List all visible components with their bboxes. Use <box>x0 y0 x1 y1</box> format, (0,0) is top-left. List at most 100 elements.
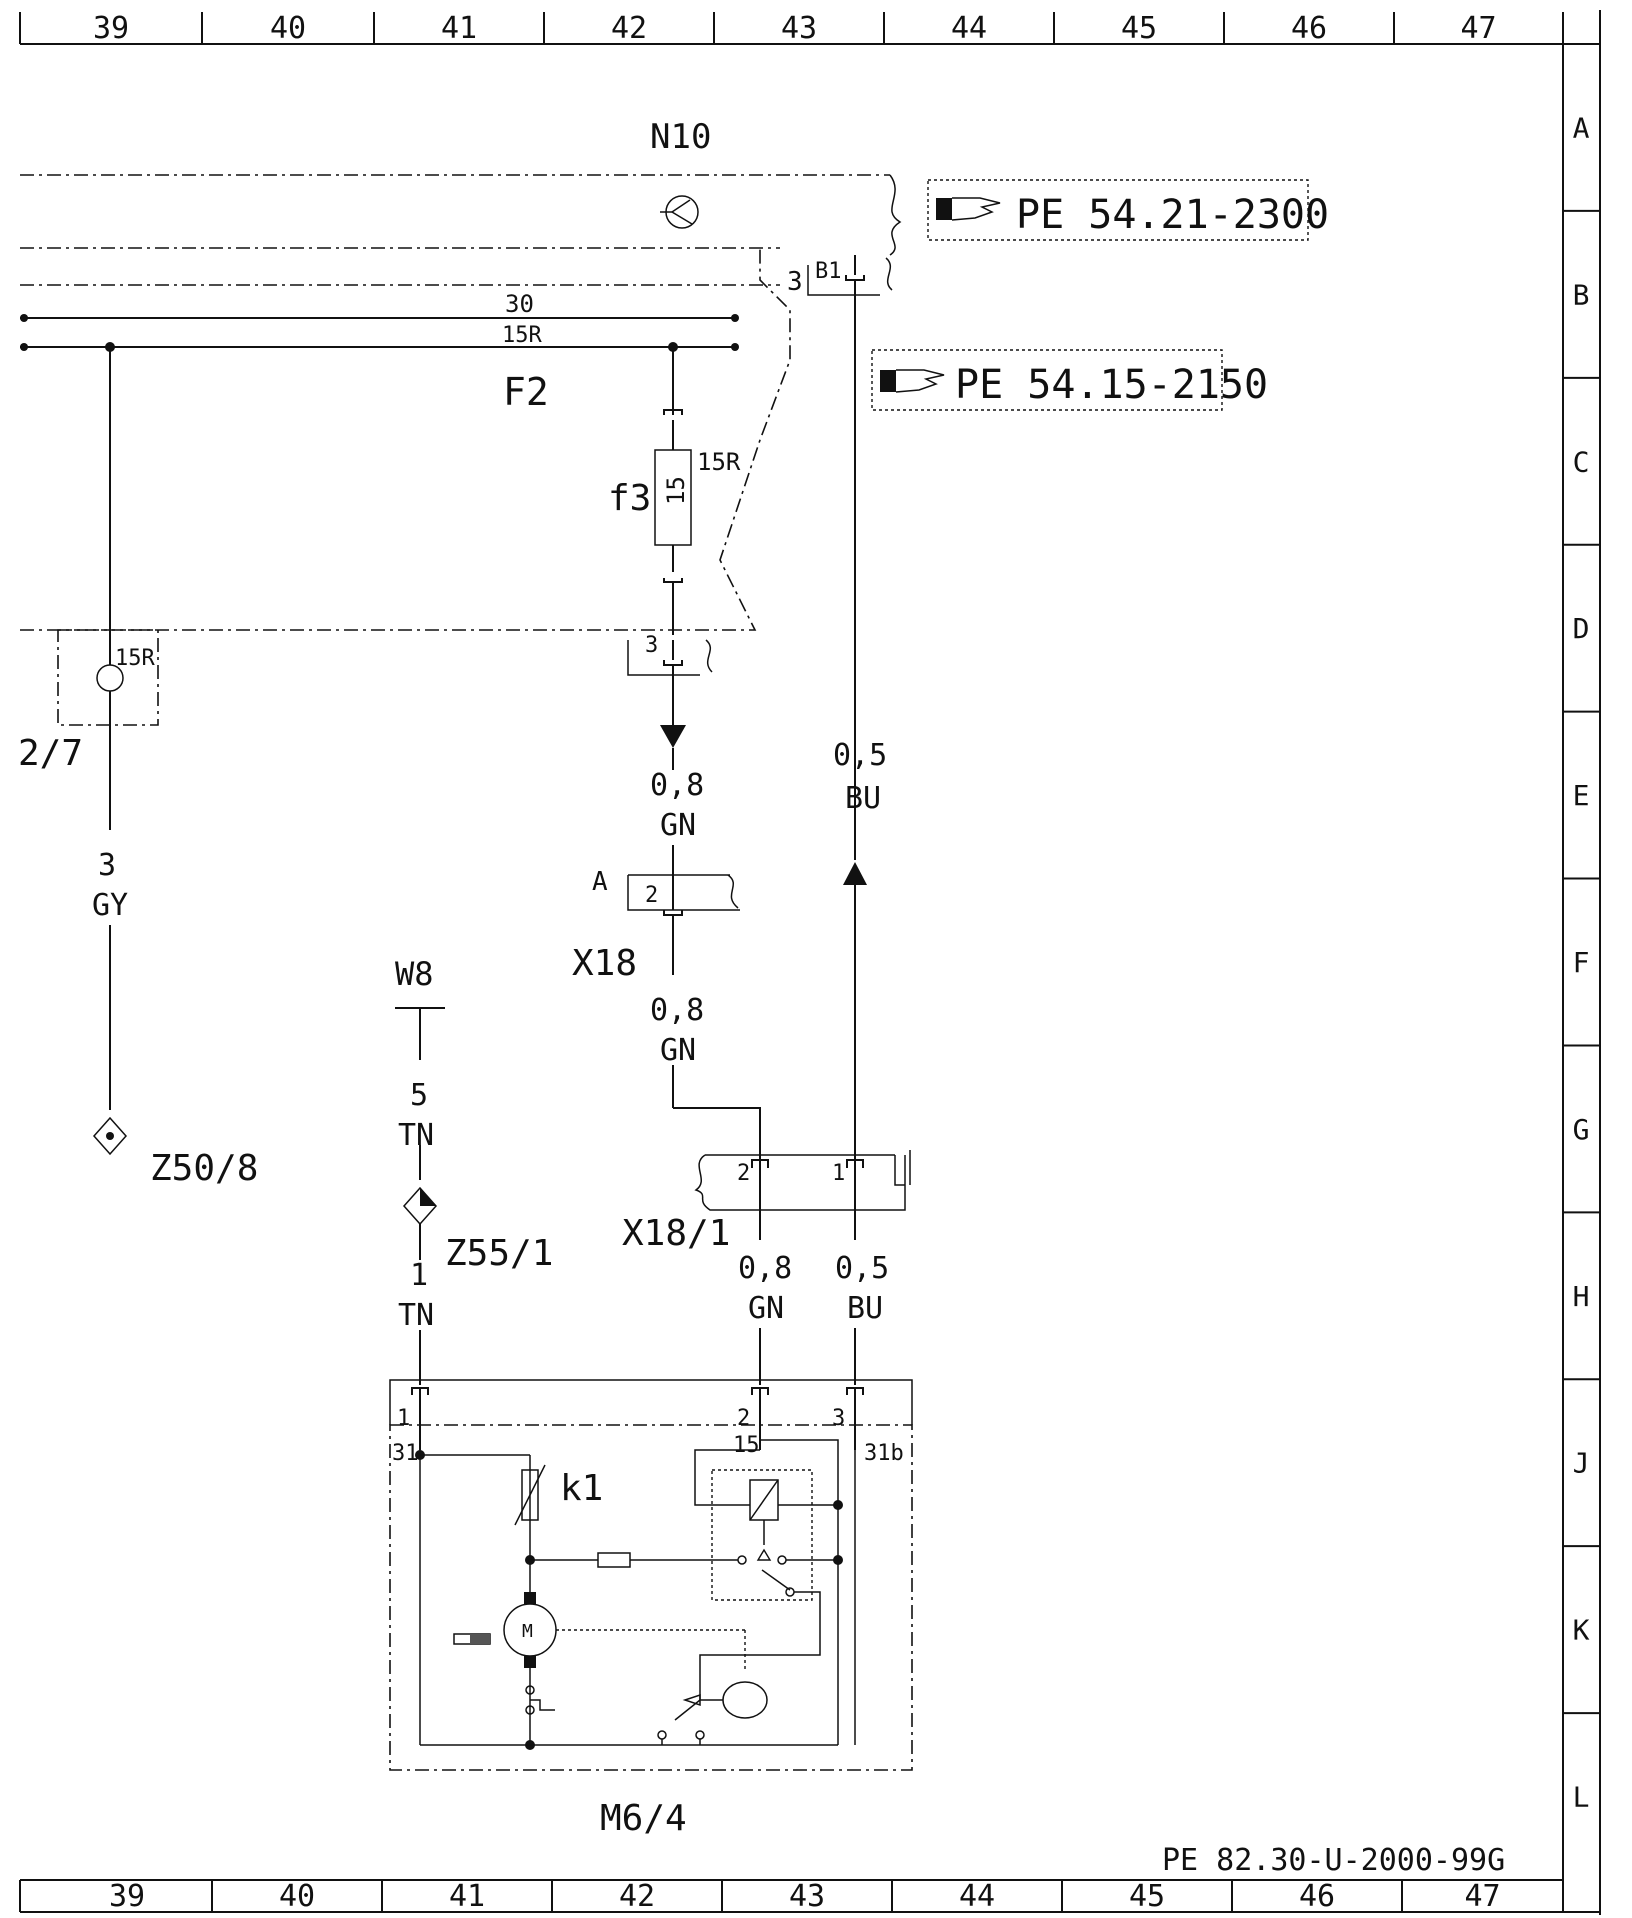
wire-bu2-color: BU <box>847 1291 883 1326</box>
x18-label: X18 <box>572 943 637 984</box>
w8-label: W8 <box>395 955 434 993</box>
svg-text:44: 44 <box>951 11 987 46</box>
ref-2-7: 2/7 <box>18 733 83 774</box>
row-cell-J: J <box>1563 1378 1600 1480</box>
gy-col: GY <box>92 888 128 923</box>
row-cell-D: D <box>1563 543 1600 645</box>
m-pin3: 3 <box>832 1406 845 1431</box>
column-cell-45: 45 <box>1121 11 1225 46</box>
svg-text:46: 46 <box>1291 11 1327 46</box>
svg-text:47: 47 <box>1464 1879 1500 1914</box>
svg-text:A: A <box>1573 111 1590 144</box>
svg-text:41: 41 <box>449 1879 485 1914</box>
left-component-box <box>57 347 159 1156</box>
x18-pin: 2 <box>645 883 658 908</box>
document-id: PE 82.30-U-2000-99G <box>1162 1843 1505 1878</box>
row-cell-E: E <box>1563 710 1600 812</box>
svg-text:45: 45 <box>1129 1879 1165 1914</box>
column-cell-41: 41 <box>441 11 545 46</box>
column-header-bottom: 39 40 41 42 43 44 45 46 47 <box>109 1879 1564 1914</box>
svg-text:F: F <box>1573 946 1590 979</box>
wire-bu2-size: 0,5 <box>835 1251 889 1286</box>
x18-a: A <box>592 867 608 897</box>
column-cell-43: 43 <box>781 11 885 46</box>
wire-gn3-color: GN <box>748 1291 784 1326</box>
m-term-15: 15 <box>733 1433 760 1458</box>
wire-bu1-color: BU <box>845 781 881 816</box>
bus-15r-label: 15R <box>502 323 542 348</box>
row-cell-G: G <box>1563 1044 1600 1146</box>
wire-gn2-size: 0,8 <box>650 993 704 1028</box>
x18-1-pin1: 1 <box>832 1161 845 1186</box>
wire-gn3-size: 0,8 <box>738 1251 792 1286</box>
motor-symbol-icon: M <box>503 1603 557 1657</box>
svg-text:43: 43 <box>789 1879 825 1914</box>
svg-text:42: 42 <box>611 11 647 46</box>
m6-4-label: M6/4 <box>600 1798 687 1839</box>
column-cell-40: 40 <box>270 11 375 46</box>
svg-text:40: 40 <box>279 1879 315 1914</box>
reference-box-1: PE 54.21-2300 <box>927 179 1329 241</box>
column-cell-44: 44 <box>951 11 1055 46</box>
svg-text:D: D <box>1573 612 1590 645</box>
m-term-31: 31 <box>392 1441 419 1466</box>
ground-point-icon <box>92 1116 128 1156</box>
side-15r: 15R <box>115 646 155 671</box>
svg-text:44: 44 <box>959 1879 995 1914</box>
svg-text:K: K <box>1573 1614 1590 1647</box>
w8-ground-symbol <box>395 1007 445 1385</box>
pointing-hand-icon <box>936 197 1001 221</box>
svg-text:G: G <box>1573 1113 1590 1146</box>
pin-b1: B1 <box>815 259 842 284</box>
column-cell-39: 39 <box>93 11 203 46</box>
svg-text:42: 42 <box>619 1879 655 1914</box>
svg-text:J: J <box>1573 1447 1590 1480</box>
svg-text:45: 45 <box>1121 11 1157 46</box>
column-header-top: 39 40 41 42 43 44 45 46 47 <box>93 11 1564 46</box>
row-cell-L: L <box>1563 1712 1600 1814</box>
row-cell-K: K <box>1563 1545 1600 1647</box>
z55-label: Z55/1 <box>445 1233 553 1274</box>
svg-text:43: 43 <box>781 11 817 46</box>
svg-text:47: 47 <box>1460 11 1496 46</box>
wire-gn2-color: GN <box>660 1033 696 1068</box>
drawing-frame <box>19 10 1601 1915</box>
column-cell-44: 44 <box>959 1879 1063 1914</box>
connector-x18-1 <box>694 1150 911 1240</box>
w8-color: TN <box>398 1118 434 1153</box>
column-cell-45: 45 <box>1129 1879 1233 1914</box>
connector-3-mid <box>627 639 713 770</box>
f2-label: F2 <box>503 370 549 414</box>
svg-text:B: B <box>1573 278 1590 311</box>
m6-4-assembly: M <box>389 1379 913 1771</box>
column-cell-43: 43 <box>789 1879 893 1914</box>
pointing-hand-icon <box>880 369 945 393</box>
m-pin2: 2 <box>737 1406 750 1431</box>
pin-3-mid: 3 <box>645 633 658 658</box>
transistor-symbol-icon <box>660 195 699 229</box>
f3-label: f3 <box>608 478 651 519</box>
z50-label: Z50/8 <box>150 1148 258 1189</box>
reference-box-2: PE 54.15-2150 <box>871 349 1268 411</box>
fuse-f3 <box>654 347 692 635</box>
z55-num: 1 <box>410 1258 428 1293</box>
svg-text:C: C <box>1573 445 1590 478</box>
pin-3-top: 3 <box>787 267 803 297</box>
svg-text:46: 46 <box>1299 1879 1335 1914</box>
row-cell-C: C <box>1563 376 1600 478</box>
column-cell-42: 42 <box>611 11 715 46</box>
svg-text:PE 54.21-2300: PE 54.21-2300 <box>1016 192 1329 238</box>
row-cell-F: F <box>1563 877 1600 979</box>
column-cell-39: 39 <box>109 1879 213 1914</box>
connector-x18 <box>627 845 761 1160</box>
n10-label: N10 <box>650 117 711 157</box>
svg-text:PE 54.15-2150: PE 54.15-2150 <box>955 362 1268 408</box>
w8-num: 5 <box>410 1078 428 1113</box>
m-pin1: 1 <box>397 1406 410 1431</box>
bus-bars <box>20 314 739 352</box>
svg-text:M: M <box>522 1621 533 1642</box>
bus-30-label: 30 <box>505 290 534 318</box>
column-cell-42: 42 <box>619 1879 723 1914</box>
